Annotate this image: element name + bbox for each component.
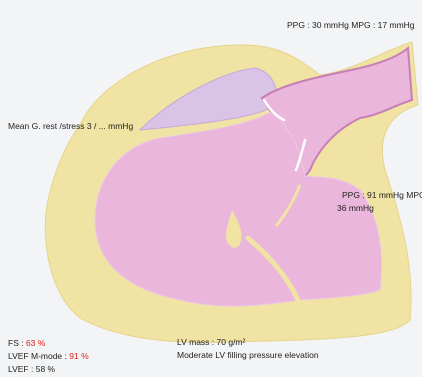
- lvef-mmode-value: 91 %: [69, 351, 88, 361]
- fs-value: 63 %: [26, 338, 45, 348]
- lvot-gradient-label-line2: 36 mmHg: [337, 203, 374, 213]
- lvef-value: 58 %: [36, 364, 55, 374]
- lvot-gradient-label-line1: PPG : 91 mmHg MPG: [342, 190, 422, 200]
- lvef-mmode-label: LVEF M-mode :: [8, 351, 69, 361]
- lv-mass-label: LV mass : 70 g/m²: [177, 337, 245, 347]
- mitral-gradient-label: Mean G. rest /stress 3 / ... mmHg: [8, 121, 133, 131]
- aortic-gradient-label: PPG : 30 mmHg MPG : 17 mmHg: [287, 20, 415, 30]
- lvef-row: LVEF : 58 %: [8, 364, 55, 374]
- filling-pressure-label: Moderate LV filling pressure elevation: [177, 350, 319, 360]
- lvef-label: LVEF :: [8, 364, 36, 374]
- fs-row: FS : 63 %: [8, 338, 45, 348]
- lvef-mmode-row: LVEF M-mode : 91 %: [8, 351, 89, 361]
- fs-label: FS :: [8, 338, 26, 348]
